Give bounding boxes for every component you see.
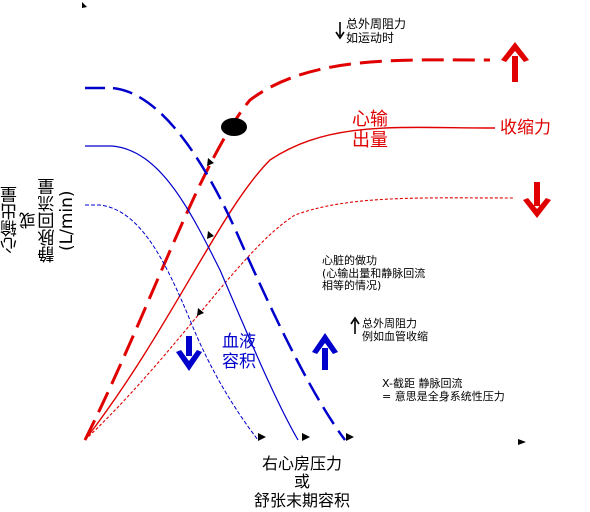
x-intercept-line1: X-截距 静脉回流 [382, 377, 463, 390]
tpr-increase-line1: 总外周阻力 [362, 317, 417, 330]
tpr-increase-label: 总外周阻力 例如血管收缩 [362, 317, 428, 343]
x-axis-line1: 右心房压力 [261, 454, 342, 473]
x-axis-label: 右心房压力 或 舒张末期容积 [232, 454, 372, 510]
cardiac-curve-increased-contractility [83, 58, 491, 441]
cardiac-work-line3: 相等的情况) [322, 279, 382, 293]
x-intercept-label: X-截距 静脉回流 = 意思是全身系统性压力 [382, 377, 505, 403]
y-axis-line1: 心输出量 [1, 186, 21, 255]
cardiac-work-label: 心脏的做功 (心输出量和静脉回流 相等的情况) [322, 254, 426, 293]
cardiac-output-line1: 心输 [352, 109, 388, 130]
blood-volume-line1: 血液 [222, 332, 256, 352]
tpr-decrease-line2: 如运动时 [346, 30, 395, 45]
cardiac-curve-normal [84, 126, 496, 441]
x-axis-line3: 舒张末期容积 [253, 490, 350, 510]
x-intercept-line2: = 意思是全身系统性压力 [382, 389, 505, 403]
contractility-decrease-arrow-icon [523, 182, 551, 218]
curve-marker-icon [207, 158, 214, 166]
curve-marker-icon [302, 433, 310, 441]
curve-marker-icon [346, 433, 354, 441]
equilibrium-dot-icon [221, 118, 247, 136]
cardiac-curve-decreased-contractility [84, 197, 516, 441]
blood-volume-line2: 容积 [222, 351, 256, 372]
venous-curve-normal [85, 145, 299, 441]
curve-marker-icon [258, 433, 266, 441]
tpr-decrease-arrow-icon [335, 22, 345, 40]
curve-marker-icon [207, 231, 214, 239]
cardiac-output-label: 心输 出量 [352, 109, 388, 151]
tpr-increase-small-arrow-icon [350, 316, 360, 334]
y-axis-line4: (L/min) [57, 190, 78, 251]
venous-curve-decreased-volume [85, 204, 259, 441]
curve-marker-icon [197, 308, 204, 316]
y-axis-label: 心输出量 或 静脉回流量 (L/min) [1, 178, 82, 263]
contractility-increase-arrow-icon [501, 42, 529, 82]
x-axis-line2: 或 [293, 472, 310, 492]
y-axis-line2: 或 [19, 212, 40, 229]
cardiac-work-line1: 心脏的做功 [322, 254, 377, 267]
contractility-label: 收缩力 [500, 118, 551, 138]
cardiac-output-line2: 出量 [352, 129, 388, 151]
blood-volume-decrease-arrow-icon [176, 336, 202, 371]
venous-curve-increased-volume [85, 86, 347, 441]
tpr-increase-arrow-icon [312, 333, 338, 370]
tpr-decrease-label: 总外周阻力 如运动时 [346, 17, 407, 46]
y-axis-top-arrow-icon [82, 2, 87, 8]
tpr-decrease-line1: 总外周阻力 [346, 17, 407, 31]
x-axis-end-arrow-icon [518, 439, 526, 445]
tpr-increase-line2: 例如血管收缩 [362, 329, 428, 343]
y-axis-line3: 静脉回流量 [38, 178, 59, 263]
blood-volume-label: 血液 容积 [222, 332, 256, 372]
cardiac-work-line2: (心输出量和静脉回流 [322, 266, 426, 280]
